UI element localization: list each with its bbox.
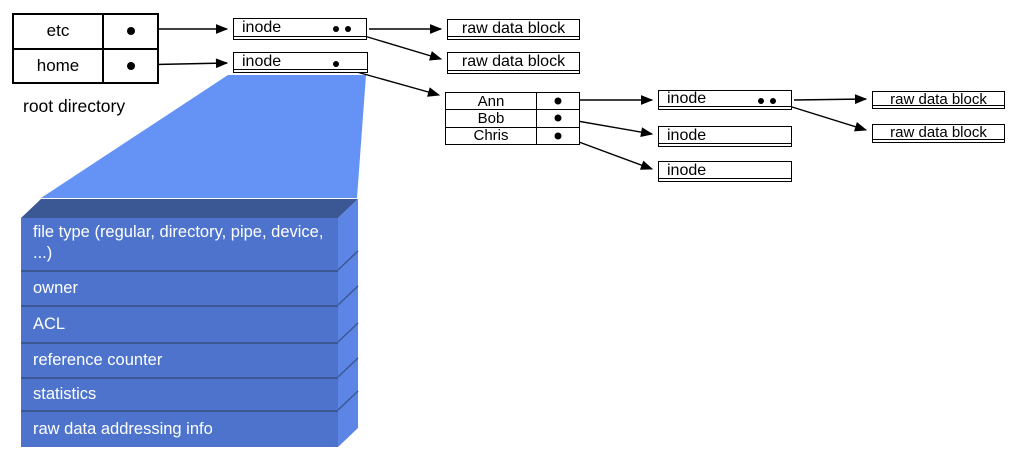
raw-data-block: raw data block (447, 19, 580, 40)
inode-box-home: inode (233, 52, 368, 73)
inode-field-file-type: file type (regular, directory, pipe, dev… (21, 218, 338, 270)
dir-entry-name: Bob (446, 110, 537, 127)
table-row: home (14, 47, 157, 83)
stack-side-face (338, 199, 358, 447)
dir-entry-pointer-cell (537, 93, 579, 109)
inode-label: inode (667, 126, 707, 144)
raw-data-block: raw data block (872, 124, 1005, 143)
raw-data-block-label: raw data block (890, 124, 987, 141)
table-row: Chris (446, 126, 579, 144)
dir-entry-name: Chris (446, 127, 537, 144)
home-directory-table: Ann Bob Chris (445, 92, 580, 145)
inode-box-ann: inode (658, 90, 792, 110)
pointer-dot (333, 61, 339, 67)
stack-side-separators (337, 250, 359, 411)
dir-entry-pointer-cell (537, 128, 579, 144)
pointer-dot (126, 27, 135, 36)
inode-field-reference-counter: reference counter (21, 342, 338, 377)
dir-entry-pointer-cell (104, 50, 157, 83)
inode-box-etc: inode (233, 18, 367, 40)
dir-entry-name: home (14, 49, 104, 82)
pointer-dot (770, 98, 776, 104)
root-directory-caption: root directory (23, 96, 126, 116)
inode-label: inode (242, 52, 282, 70)
raw-data-block-label: raw data block (461, 53, 566, 70)
pointer-dot (758, 98, 764, 104)
inode-box-bob: inode (658, 126, 792, 147)
pointer-dot (126, 61, 135, 70)
dir-entry-name: Ann (446, 93, 537, 110)
raw-data-block: raw data block (447, 52, 580, 74)
inode-field-owner: owner (21, 270, 338, 305)
stack-top-face (21, 199, 358, 218)
table-row: Ann (446, 93, 579, 110)
dir-entry-pointer-cell (537, 110, 579, 126)
pointer-dot (554, 97, 562, 105)
raw-data-block-label: raw data block (890, 90, 987, 108)
inode-label: inode (242, 19, 282, 36)
raw-data-block-label: raw data block (461, 19, 566, 37)
inode-field-statistics: statistics (21, 377, 338, 410)
inode-field-acl: ACL (21, 305, 338, 342)
dir-entry-name: etc (14, 15, 104, 48)
raw-data-block: raw data block (872, 91, 1005, 109)
inode-label: inode (667, 90, 707, 107)
pointer-dot (345, 26, 351, 32)
dir-entry-pointer-cell (104, 15, 157, 48)
table-row: etc (14, 15, 157, 48)
zoom-funnel-shape (41, 75, 366, 198)
pointer-dot (554, 132, 562, 140)
inode-label: inode (667, 161, 707, 179)
table-row: Bob (446, 109, 579, 127)
arrow-inodeA-to-rawblock1 (793, 94, 868, 105)
inode-box-chris: inode (658, 161, 792, 182)
inode-detail-stack: file type (regular, directory, pipe, dev… (21, 218, 338, 447)
pointer-dot (333, 26, 339, 32)
root-directory-table: etc home (12, 13, 159, 84)
inode-field-raw-data-addressing: raw data addressing info (21, 410, 338, 447)
pointer-dot (554, 114, 562, 122)
